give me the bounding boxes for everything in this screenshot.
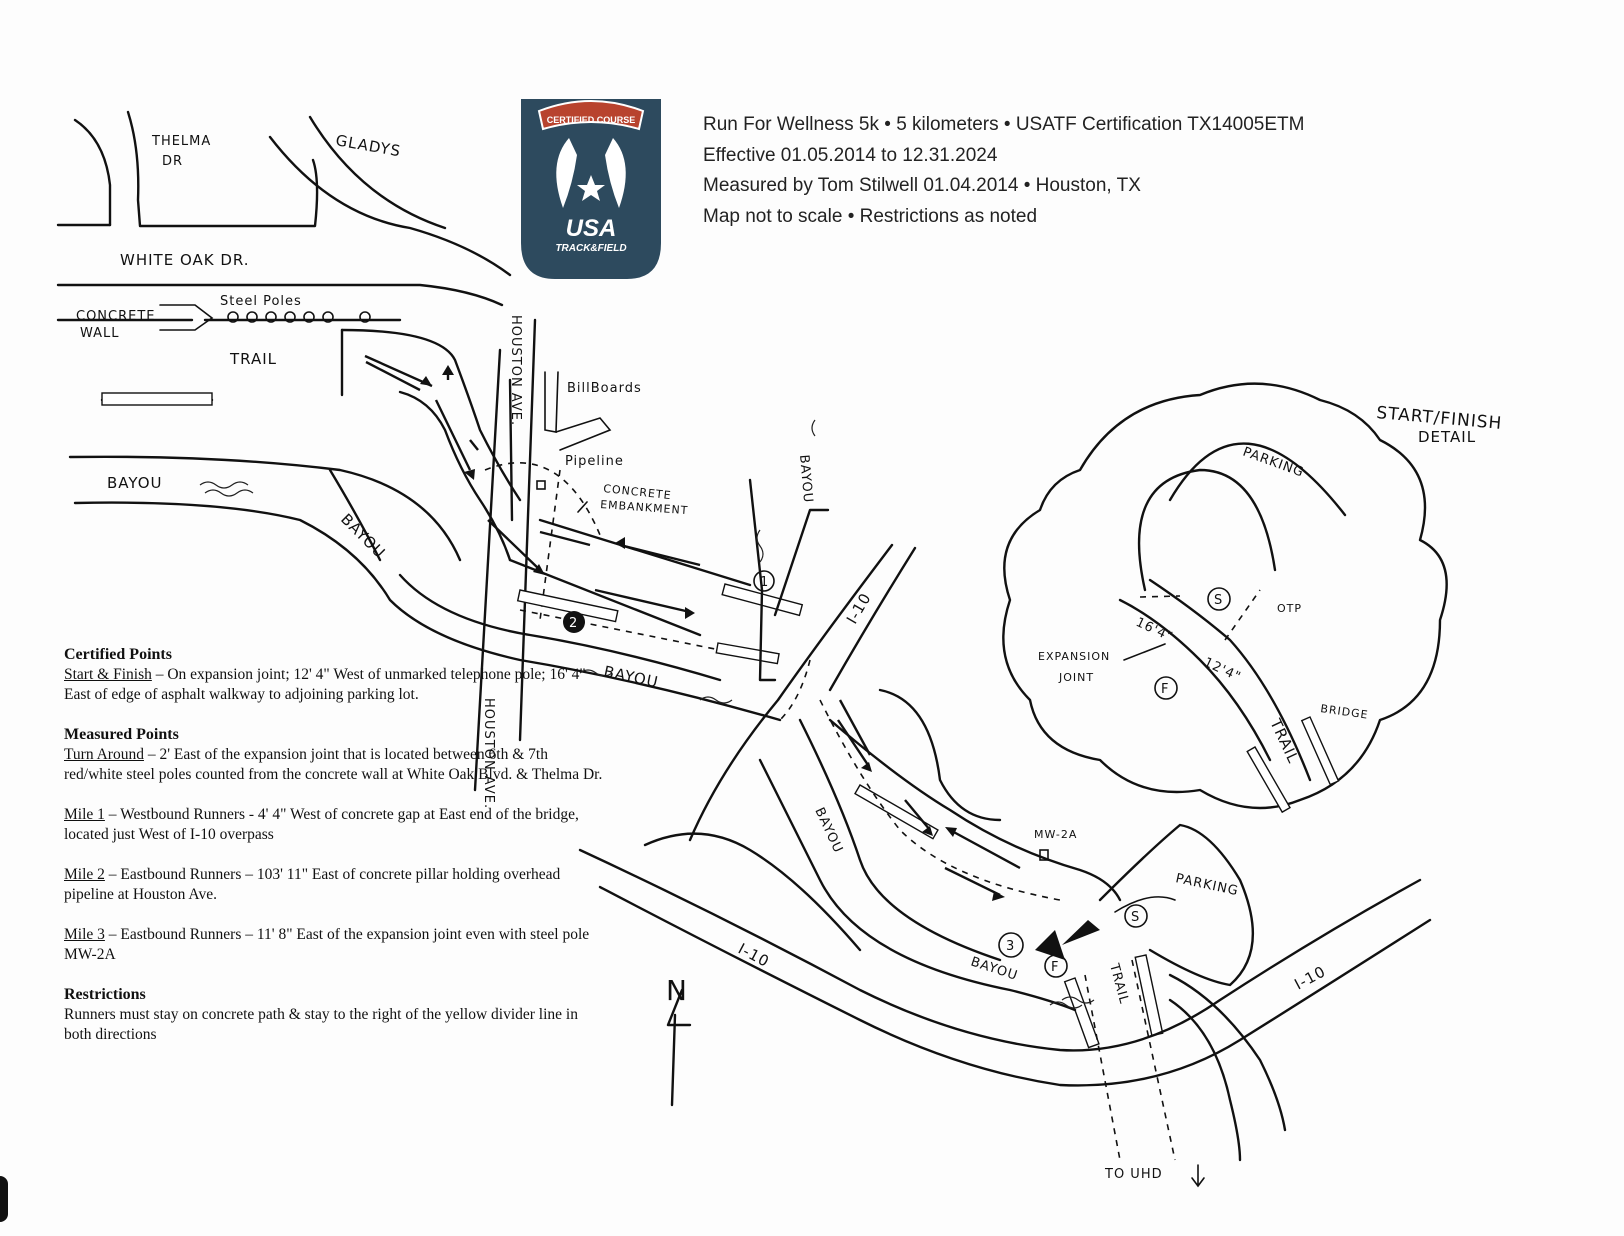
detail-expansion-1: EXPANSION [1038,650,1110,663]
turn-around-note: Turn Around – 2' East of the expansion j… [64,746,603,783]
parking-south [1098,823,1255,987]
svg-text:CERTIFIED COURSE: CERTIFIED COURSE [547,115,636,125]
svg-text:1: 1 [760,575,769,590]
header-line-2: Effective 01.05.2014 to 12.31.2024 [703,144,998,166]
detail-dist-east: 12'4" [1201,655,1243,685]
detail-title-2: DETAIL [1418,428,1476,446]
svg-text:S: S [1131,910,1140,925]
label-steel-poles: Steel Poles [220,294,302,309]
label-wall: WALL [80,326,120,341]
houston-ave [473,318,537,792]
bayou-west [68,455,782,722]
footbridge-west [101,392,213,406]
streets-north [56,110,512,322]
label-bayou-lower: BAYOU [811,805,845,856]
label-bayou-mid: BAYOU [602,662,660,691]
bridge-2 [516,589,619,623]
course-notes: Certified Points Start & Finish – On exp… [64,645,604,1065]
pipeline [484,462,601,536]
bridge-south-a [1063,977,1100,1049]
north-arrow: N [666,974,692,1107]
to-uhd-arrow-icon [1191,1164,1205,1188]
trail-south [1084,896,1287,1162]
certified-points-title: Certified Points [64,646,172,663]
marker-1: 1 [753,570,775,592]
label-thelma: THELMA [151,134,211,149]
label-houston-ave-north: HOUSTON AVE. [508,315,523,426]
label-trail-south: TRAIL [1106,961,1131,1006]
label-parking-south: PARKING [1174,871,1240,899]
steel-poles [227,311,371,323]
usatf-certified-course-logo: CERTIFIED COURSE USA TRACK&FIELD [521,99,661,279]
label-pipeline: Pipeline [565,454,624,469]
marker-3: 3 [998,932,1024,958]
i10-north [688,543,917,842]
bayou-lower [643,688,1122,1012]
label-white-oak: WHITE OAK DR. [120,251,250,269]
label-mw2a: MW-2A [1034,828,1077,841]
label-bayou-west: BAYOU [107,474,163,492]
detail-marker-s: S [1207,587,1231,611]
label-to-uhd: TO UHD [1104,1167,1163,1182]
svg-text:3: 3 [1006,939,1015,954]
bayou-vertical [748,478,830,682]
header-line-3: Measured by Tom Stilwell 01.04.2014 • Ho… [703,175,1141,196]
detail-otp: OTP [1277,602,1302,615]
detail-bridge [1246,716,1340,814]
label-trail-west: TRAIL [229,350,277,368]
detail-expansion-2: JOINT [1058,671,1094,684]
detail-trail: TRAIL [1266,715,1303,766]
mile-1-note: Mile 1 – Westbound Runners - 4' 4" West … [64,806,579,843]
water-waves [199,419,1095,1009]
svg-text:N: N [666,974,688,1007]
svg-text:F: F [1161,682,1169,697]
header-line-1: Run For Wellness 5k • 5 kilometers • USA… [703,114,1305,135]
marker-f: F [1044,954,1068,978]
svg-text:2: 2 [569,616,578,631]
course-arrows [364,354,1100,960]
label-concrete-embankment-2: EMBANKMENT [600,498,689,517]
svg-text:TRACK&FIELD: TRACK&FIELD [555,243,626,254]
detail-bridge-label: BRIDGE [1320,702,1370,722]
header-line-4: Map not to scale • Restrictions as noted [703,205,1038,227]
i10-south [578,848,1432,1087]
svg-text:USA: USA [566,215,617,242]
restrictions-note: Runners must stay on concrete path & sta… [64,1006,578,1043]
concrete-wall [159,304,214,331]
label-bayou-diag: BAYOU [337,510,389,562]
svg-text:F: F [1051,960,1059,975]
label-concrete: CONCRETE [76,309,156,324]
restrictions-title: Restrictions [64,986,146,1003]
bridge-1b [715,642,780,665]
svg-text:S: S [1214,593,1223,608]
billboards [544,371,612,451]
label-houston-ave-south: HOUSTON AVE. [481,698,496,809]
mile-3-note: Mile 3 – Eastbound Runners – 11' 8" East… [64,926,590,963]
label-gladys: GLADYS [334,131,402,160]
detail-marker-f: F [1154,676,1178,700]
label-billboards: BillBoards [567,381,642,396]
start-finish-note: Start & Finish – On expansion joint; 12'… [64,666,586,703]
measured-points-title: Measured Points [64,726,179,743]
course-header: Run For Wellness 5k • 5 kilometers • USA… [703,110,1304,232]
mw2a-pole [1039,849,1049,861]
bridge-mid [854,784,939,840]
label-bayou-vertical: BAYOU [796,454,815,504]
detail-cloud [1002,382,1448,814]
mile-2-note: Mile 2 – Eastbound Runners – 103' 11" Ea… [64,866,561,903]
marker-2: 2 [563,611,585,633]
marker-s: S [1124,904,1148,928]
label-thelma-dr: DR [162,154,183,169]
page-edge-tab [0,1176,8,1222]
